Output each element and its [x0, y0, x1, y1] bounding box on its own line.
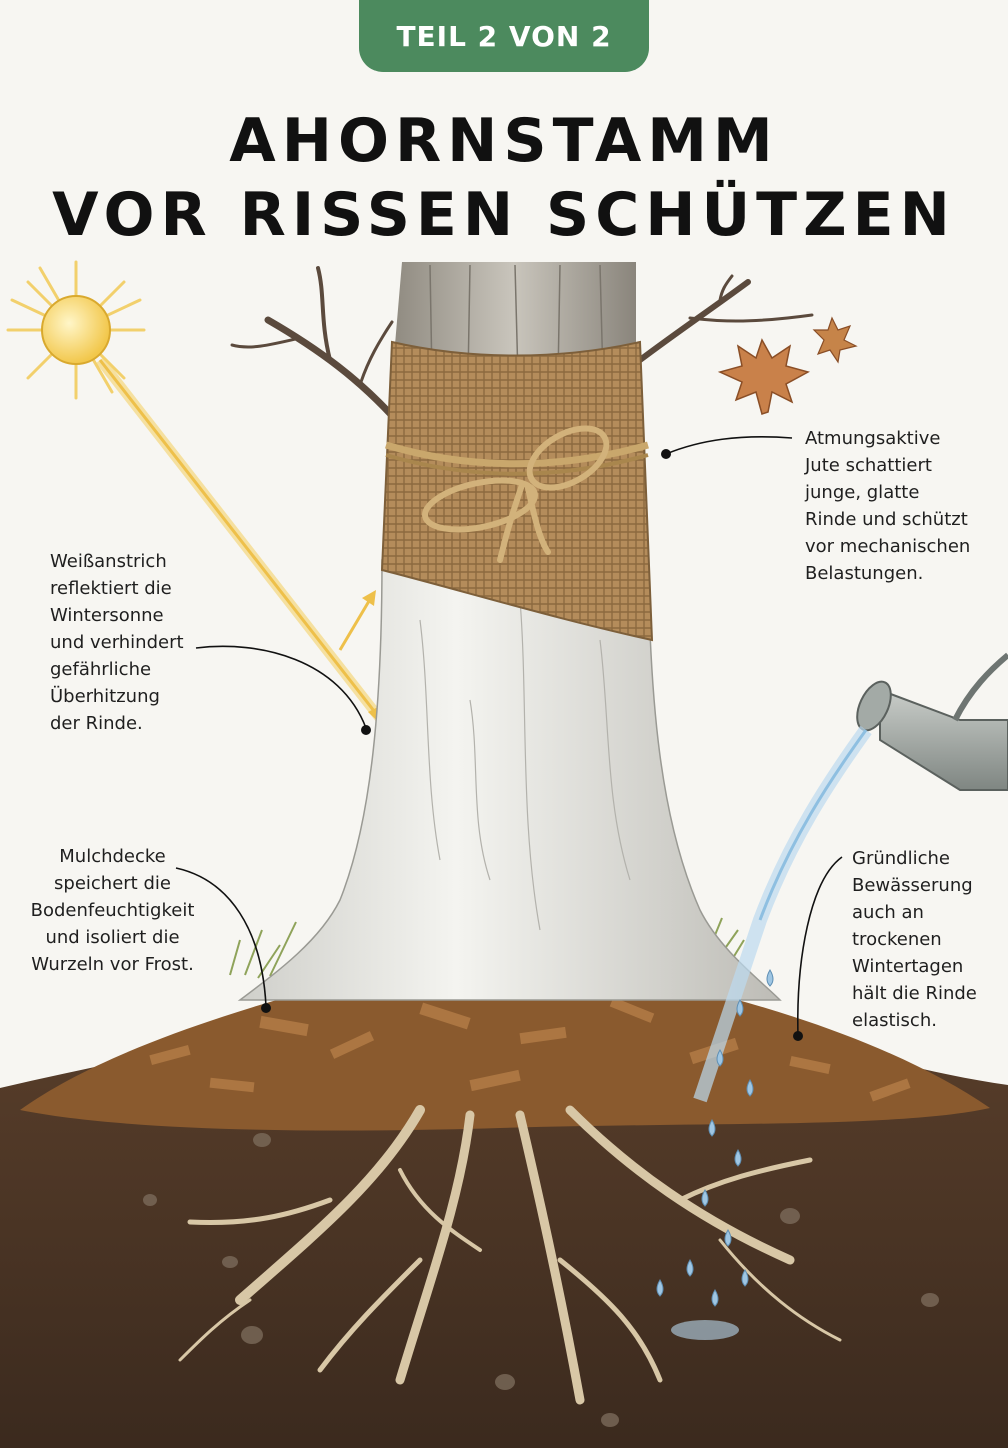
- page-title: AHORNSTAMM VOR RISSEN SCHÜTZEN: [0, 104, 1008, 252]
- watering-can-icon: [856, 652, 1008, 791]
- callout-dots: [261, 449, 803, 1041]
- rope-bow-icon: [422, 425, 610, 563]
- maple-leaf-icon: [717, 316, 858, 415]
- sun-icon: [6, 260, 146, 400]
- roots: [178, 1105, 842, 1405]
- callout-mulch: Mulchdecke speichert die Bodenfeuchtigke…: [30, 846, 195, 975]
- callout-watering: Gründliche Bewässerung auch an trockenen…: [852, 848, 977, 1031]
- callout-jute: Atmungsaktive Jute schattiert junge, gla…: [805, 428, 971, 584]
- leader-jute: [665, 436, 793, 455]
- jute-wrap: [380, 340, 654, 642]
- callout-whitewash: Weißanstrich reflektiert die Wintersonne…: [50, 551, 184, 734]
- leader-watering: [797, 856, 843, 1037]
- callout-leaders: [175, 436, 843, 1037]
- leader-whitewash: [195, 645, 367, 729]
- right-branch: [637, 274, 814, 363]
- title-line-2: VOR RISSEN SCHÜTZEN: [52, 180, 956, 250]
- title-line-1: AHORNSTAMM: [229, 106, 779, 176]
- leader-mulch: [175, 867, 267, 1007]
- left-branch: [230, 266, 400, 424]
- trunk: [237, 262, 782, 1001]
- part-badge: TEIL 2 VON 2: [359, 0, 649, 72]
- water-stream: [656, 725, 872, 1340]
